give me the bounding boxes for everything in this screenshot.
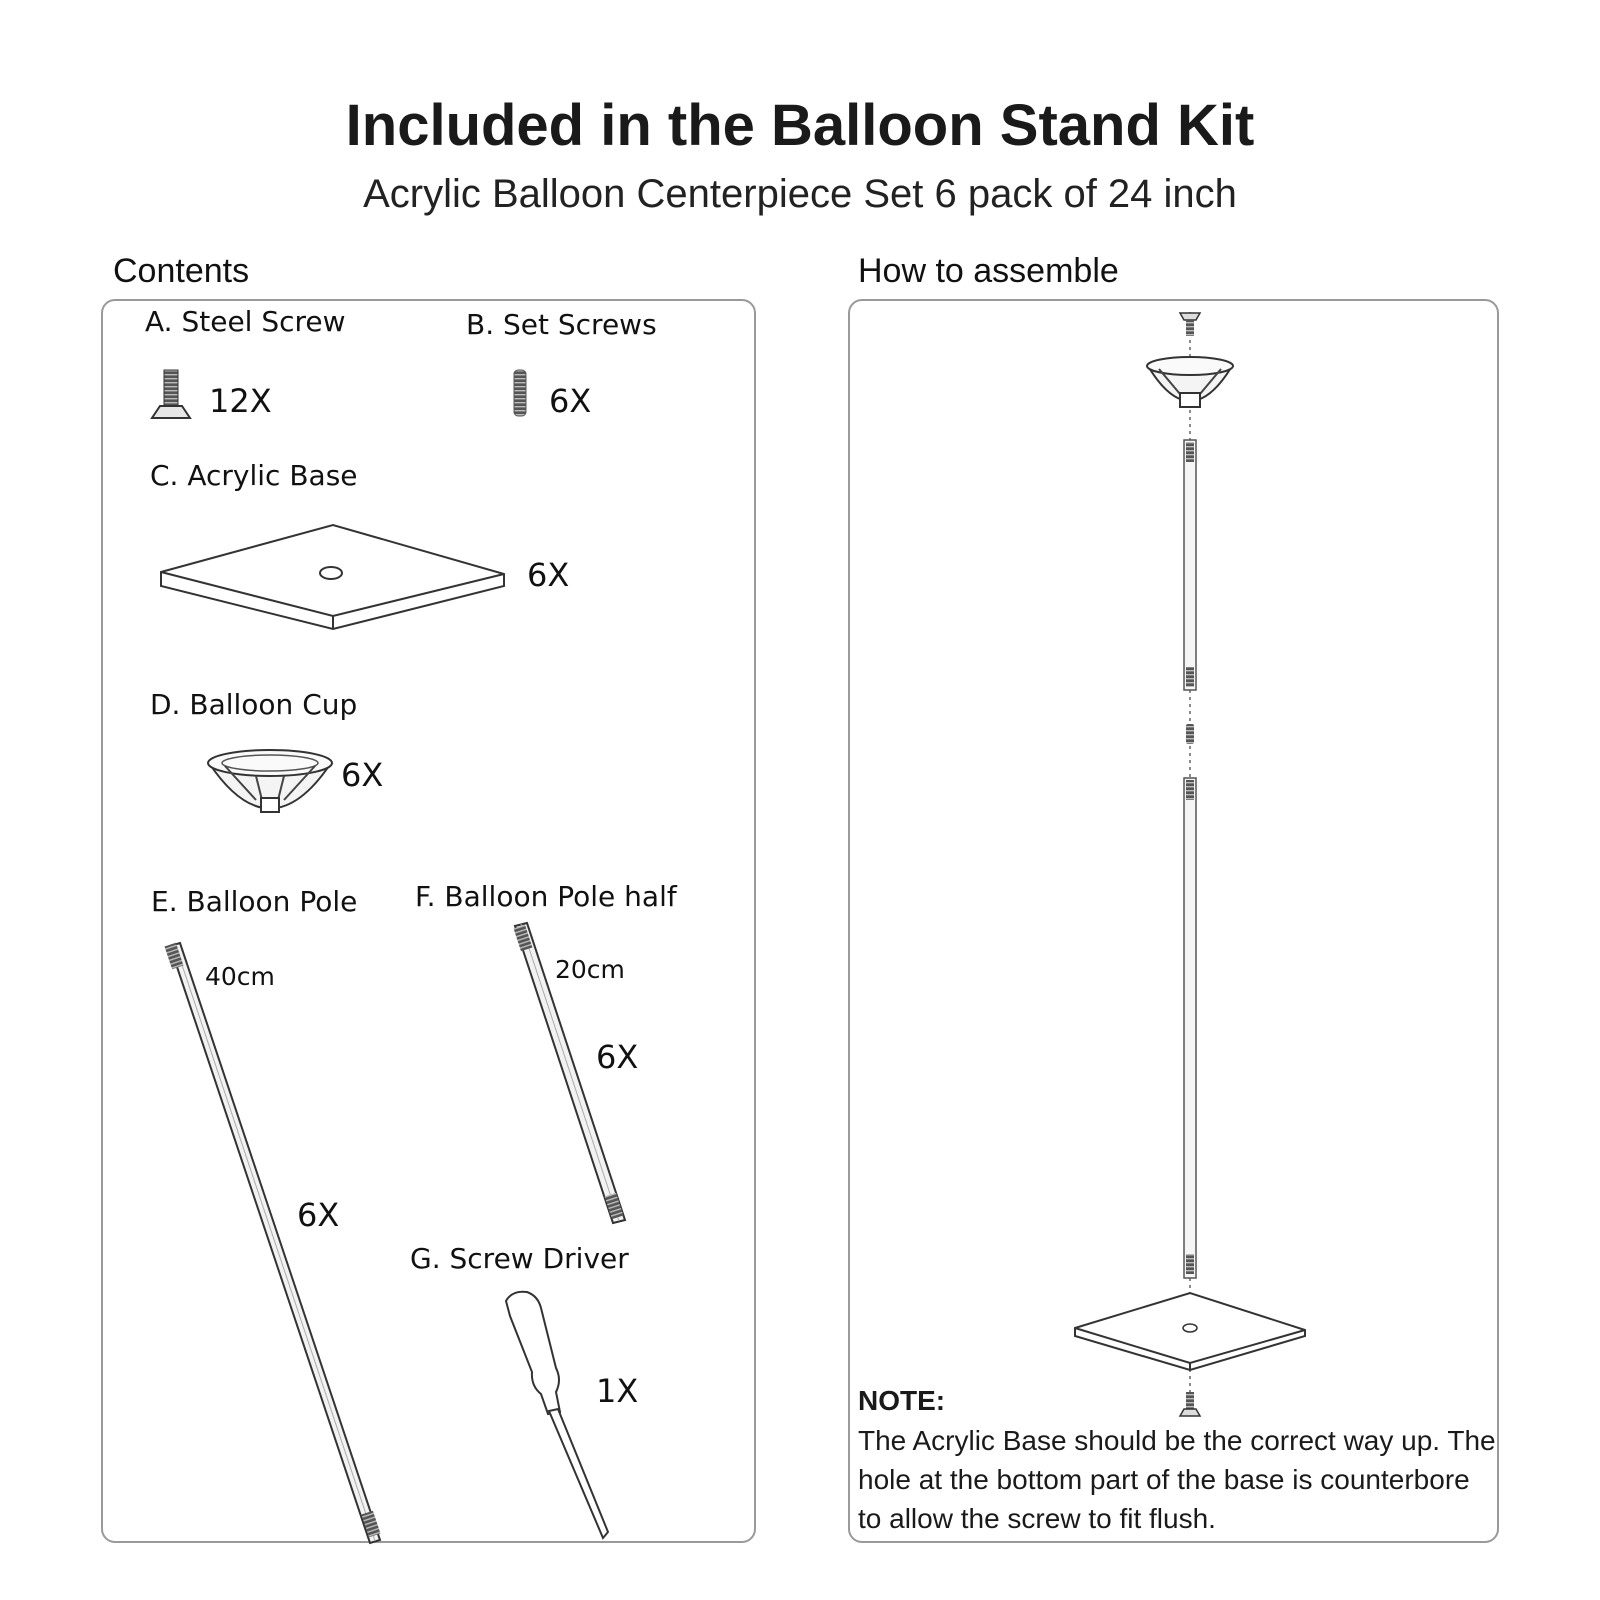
contents-panel [101,299,756,1543]
assembly-full-pole-icon [1183,777,1197,1279]
assembly-diagram [1074,312,1306,1417]
item-qty-set-screws: 6X [549,382,592,420]
assembly-top-screw-icon [1178,312,1202,336]
item-label-screw-driver: G. Screw Driver [410,1242,629,1275]
balloon-cup-icon [207,749,333,813]
item-qty-steel-screw: 12X [209,382,272,420]
item-length-balloon-pole-half: 20cm [555,955,625,984]
assemble-heading: How to assemble [858,252,1119,290]
assembly-cup-icon [1146,356,1234,408]
note-text: The Acrylic Base should be the correct w… [858,1425,1496,1534]
note-title: NOTE: [858,1385,946,1416]
assembly-base-icon [1074,1291,1306,1372]
page-title: Included in the Balloon Stand Kit [345,93,1255,158]
item-label-set-screws: B. Set Screws [466,308,657,341]
item-qty-balloon-pole: 6X [297,1196,340,1234]
item-qty-balloon-cup: 6X [341,756,384,794]
item-qty-screw-driver: 1X [596,1372,639,1410]
balloon-pole-icon [164,941,382,1545]
page-subtitle: Acrylic Balloon Centerpiece Set 6 pack o… [363,172,1237,216]
acrylic-base-icon [160,523,505,631]
set-screw-icon [513,369,527,417]
screw-driver-icon [504,1290,610,1540]
item-label-balloon-pole: E. Balloon Pole [151,885,358,918]
item-label-acrylic-base: C. Acrylic Base [150,459,358,492]
item-qty-acrylic-base: 6X [527,556,570,594]
assembly-set-screw-icon [1186,724,1194,744]
item-label-steel-screw: A. Steel Screw [145,305,346,338]
item-label-balloon-cup: D. Balloon Cup [150,688,358,721]
contents-heading: Contents [113,252,250,290]
balloon-pole-half-icon [513,921,627,1225]
item-length-balloon-pole: 40cm [205,962,275,991]
item-label-balloon-pole-half: F. Balloon Pole half [415,880,677,913]
assembly-half-pole-icon [1183,439,1197,691]
steel-screw-icon [150,369,192,419]
assembly-panel [848,299,1499,1543]
item-qty-balloon-pole-half: 6X [596,1038,639,1076]
assembly-bottom-screw-icon [1178,1392,1202,1417]
